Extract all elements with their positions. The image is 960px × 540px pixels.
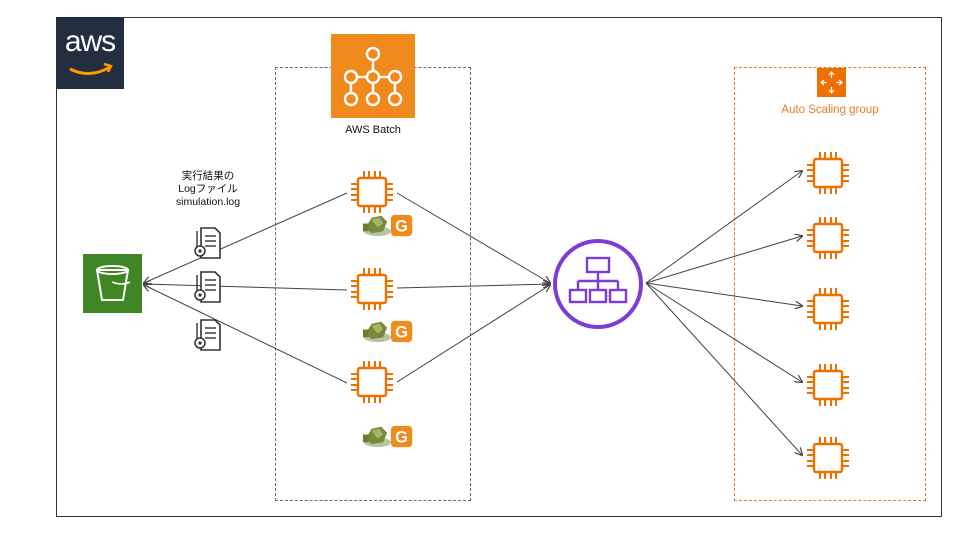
- gradle-container-icon: [362, 214, 413, 237]
- ec2-1-to-s3-line: [144, 192, 348, 283]
- log-file-label-line1: 実行結果の: [181, 170, 235, 182]
- load-balancer-icon: [553, 239, 643, 329]
- connectors: [144, 171, 802, 455]
- log-file-label-line2: Logファイル: [178, 183, 238, 195]
- ec2-instance-icon: [805, 435, 851, 481]
- ec2-3-to-s3-line: [144, 285, 348, 384]
- ec2-instance-icon: [349, 266, 395, 312]
- log-file-icon: [194, 271, 221, 303]
- elb-to-asg-1-line: [645, 171, 802, 284]
- aws-batch-label: AWS Batch: [345, 124, 401, 136]
- auto-scaling-group: [734, 67, 926, 501]
- ec2-instance-icon: [805, 150, 851, 196]
- aws-logo: aws: [56, 17, 124, 89]
- s3-bucket-icon: [83, 254, 142, 313]
- auto-scaling-icon: [817, 68, 846, 97]
- ec2-instance-icon: [805, 286, 851, 332]
- aws-batch-icon: [331, 34, 415, 118]
- aws-logo-text: aws: [64, 25, 116, 58]
- ec2-2-to-elb-line: [396, 284, 550, 289]
- gradle-container-icon: [362, 425, 413, 448]
- elb-to-asg-2-line: [645, 236, 802, 284]
- ec2-instance-icon: [349, 359, 395, 405]
- log-file-icon: [194, 319, 221, 351]
- auto-scaling-group-label: Auto Scaling group: [781, 104, 879, 116]
- log-file-label: 実行結果の Logファイル simulation.log: [160, 170, 256, 209]
- elb-to-asg-5-line: [645, 282, 802, 455]
- ec2-instance-icon: [349, 169, 395, 215]
- elb-to-asg-4-line: [645, 282, 802, 382]
- ec2-2-to-s3-line: [144, 284, 348, 291]
- ec2-instance-icon: [805, 215, 851, 261]
- ec2-3-to-elb-line: [396, 285, 550, 383]
- aws-smile-icon: [69, 62, 113, 75]
- ec2-1-to-elb-line: [396, 192, 550, 283]
- elb-to-asg-3-line: [645, 282, 802, 306]
- gradle-container-icon: [362, 320, 413, 343]
- ec2-instance-icon: [805, 362, 851, 408]
- diagram-frame: [56, 17, 942, 517]
- log-file-icon: [194, 227, 221, 259]
- log-file-label-line3: simulation.log: [175, 196, 241, 208]
